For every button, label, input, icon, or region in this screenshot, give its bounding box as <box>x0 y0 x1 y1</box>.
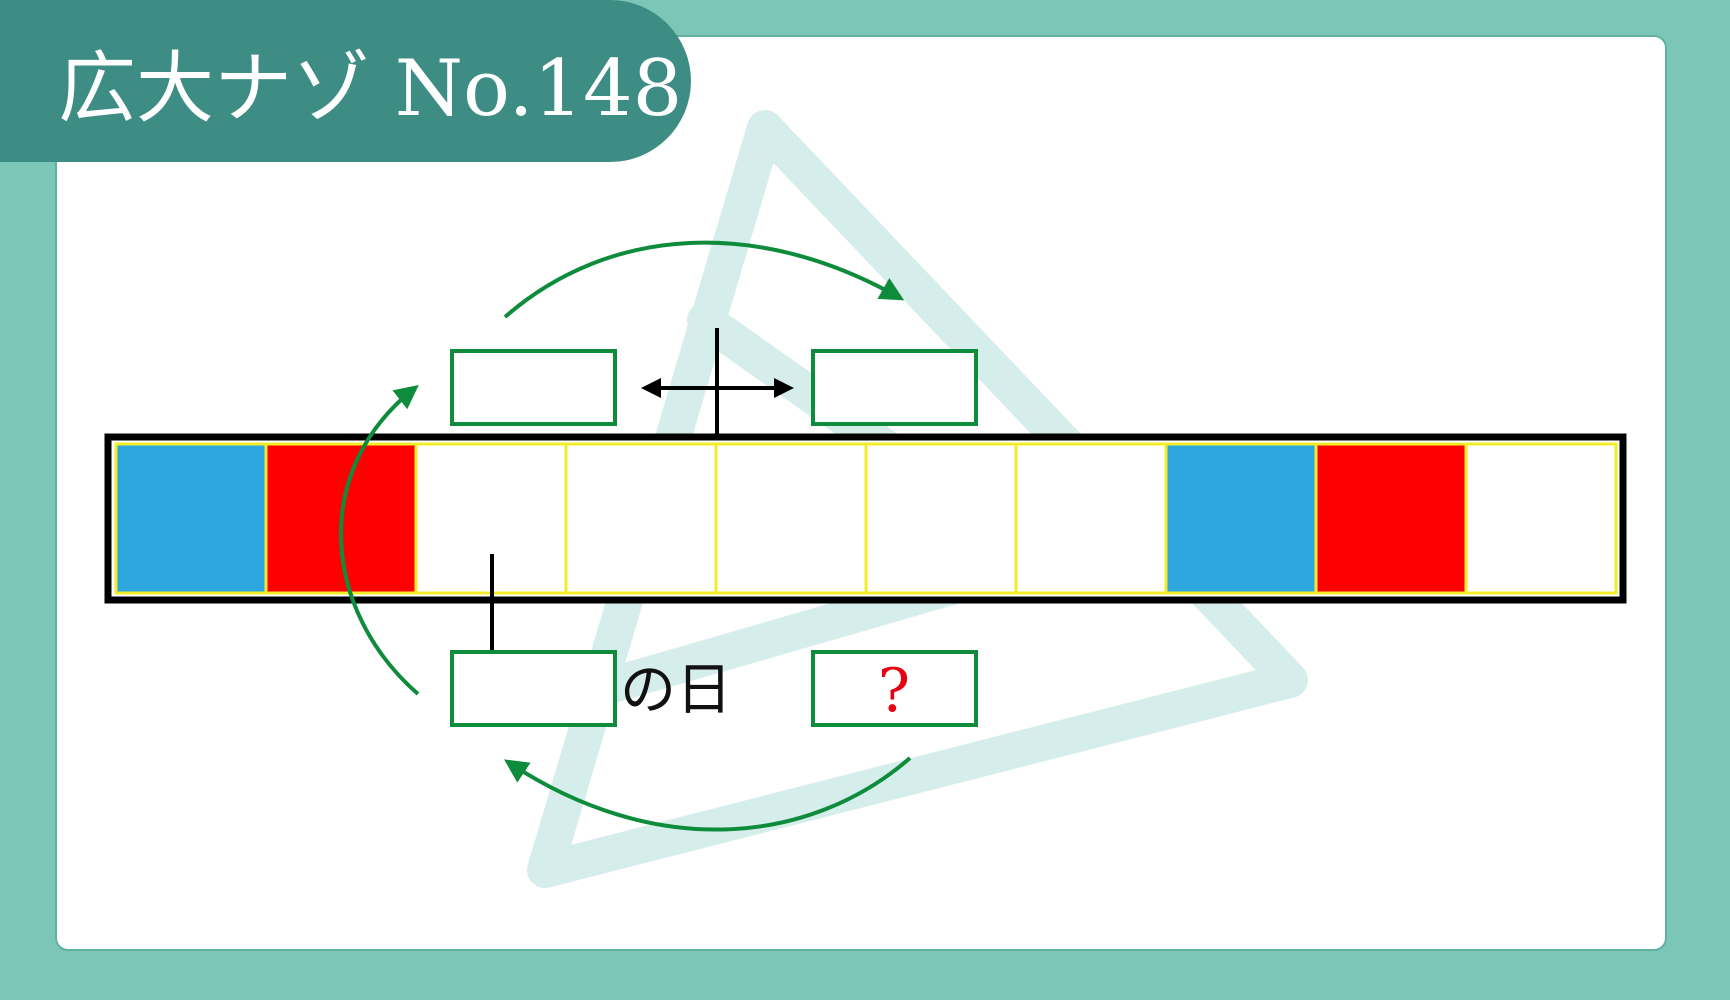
header-tab-bg <box>0 0 691 162</box>
strip-cell-white <box>1464 442 1618 595</box>
left-curve-arrow <box>339 385 420 696</box>
day-label: の日 <box>620 658 732 723</box>
question-mark: ? <box>878 656 910 726</box>
top-curve-arrow <box>503 240 905 319</box>
answer-box[interactable] <box>811 650 978 727</box>
bottom-curve-arrow <box>504 756 912 832</box>
strip-cell-red <box>1314 442 1468 595</box>
top-right-box[interactable] <box>811 349 978 426</box>
strip-cell-white <box>864 442 1018 595</box>
strip-cell-white <box>1014 442 1168 595</box>
strip-cell-white <box>564 442 718 595</box>
color-strip <box>104 433 1627 604</box>
strip-cell-blue <box>114 442 268 595</box>
top-left-box[interactable] <box>450 349 617 426</box>
strip-cell-white <box>714 442 868 595</box>
strip-cells <box>114 442 1618 595</box>
header-tab: 広大ナゾ No.148 <box>0 0 691 162</box>
page-title: 広大ナゾ No.148 <box>58 44 682 134</box>
strip-cell-blue <box>1164 442 1318 595</box>
bottom-left-box[interactable] <box>450 650 617 727</box>
